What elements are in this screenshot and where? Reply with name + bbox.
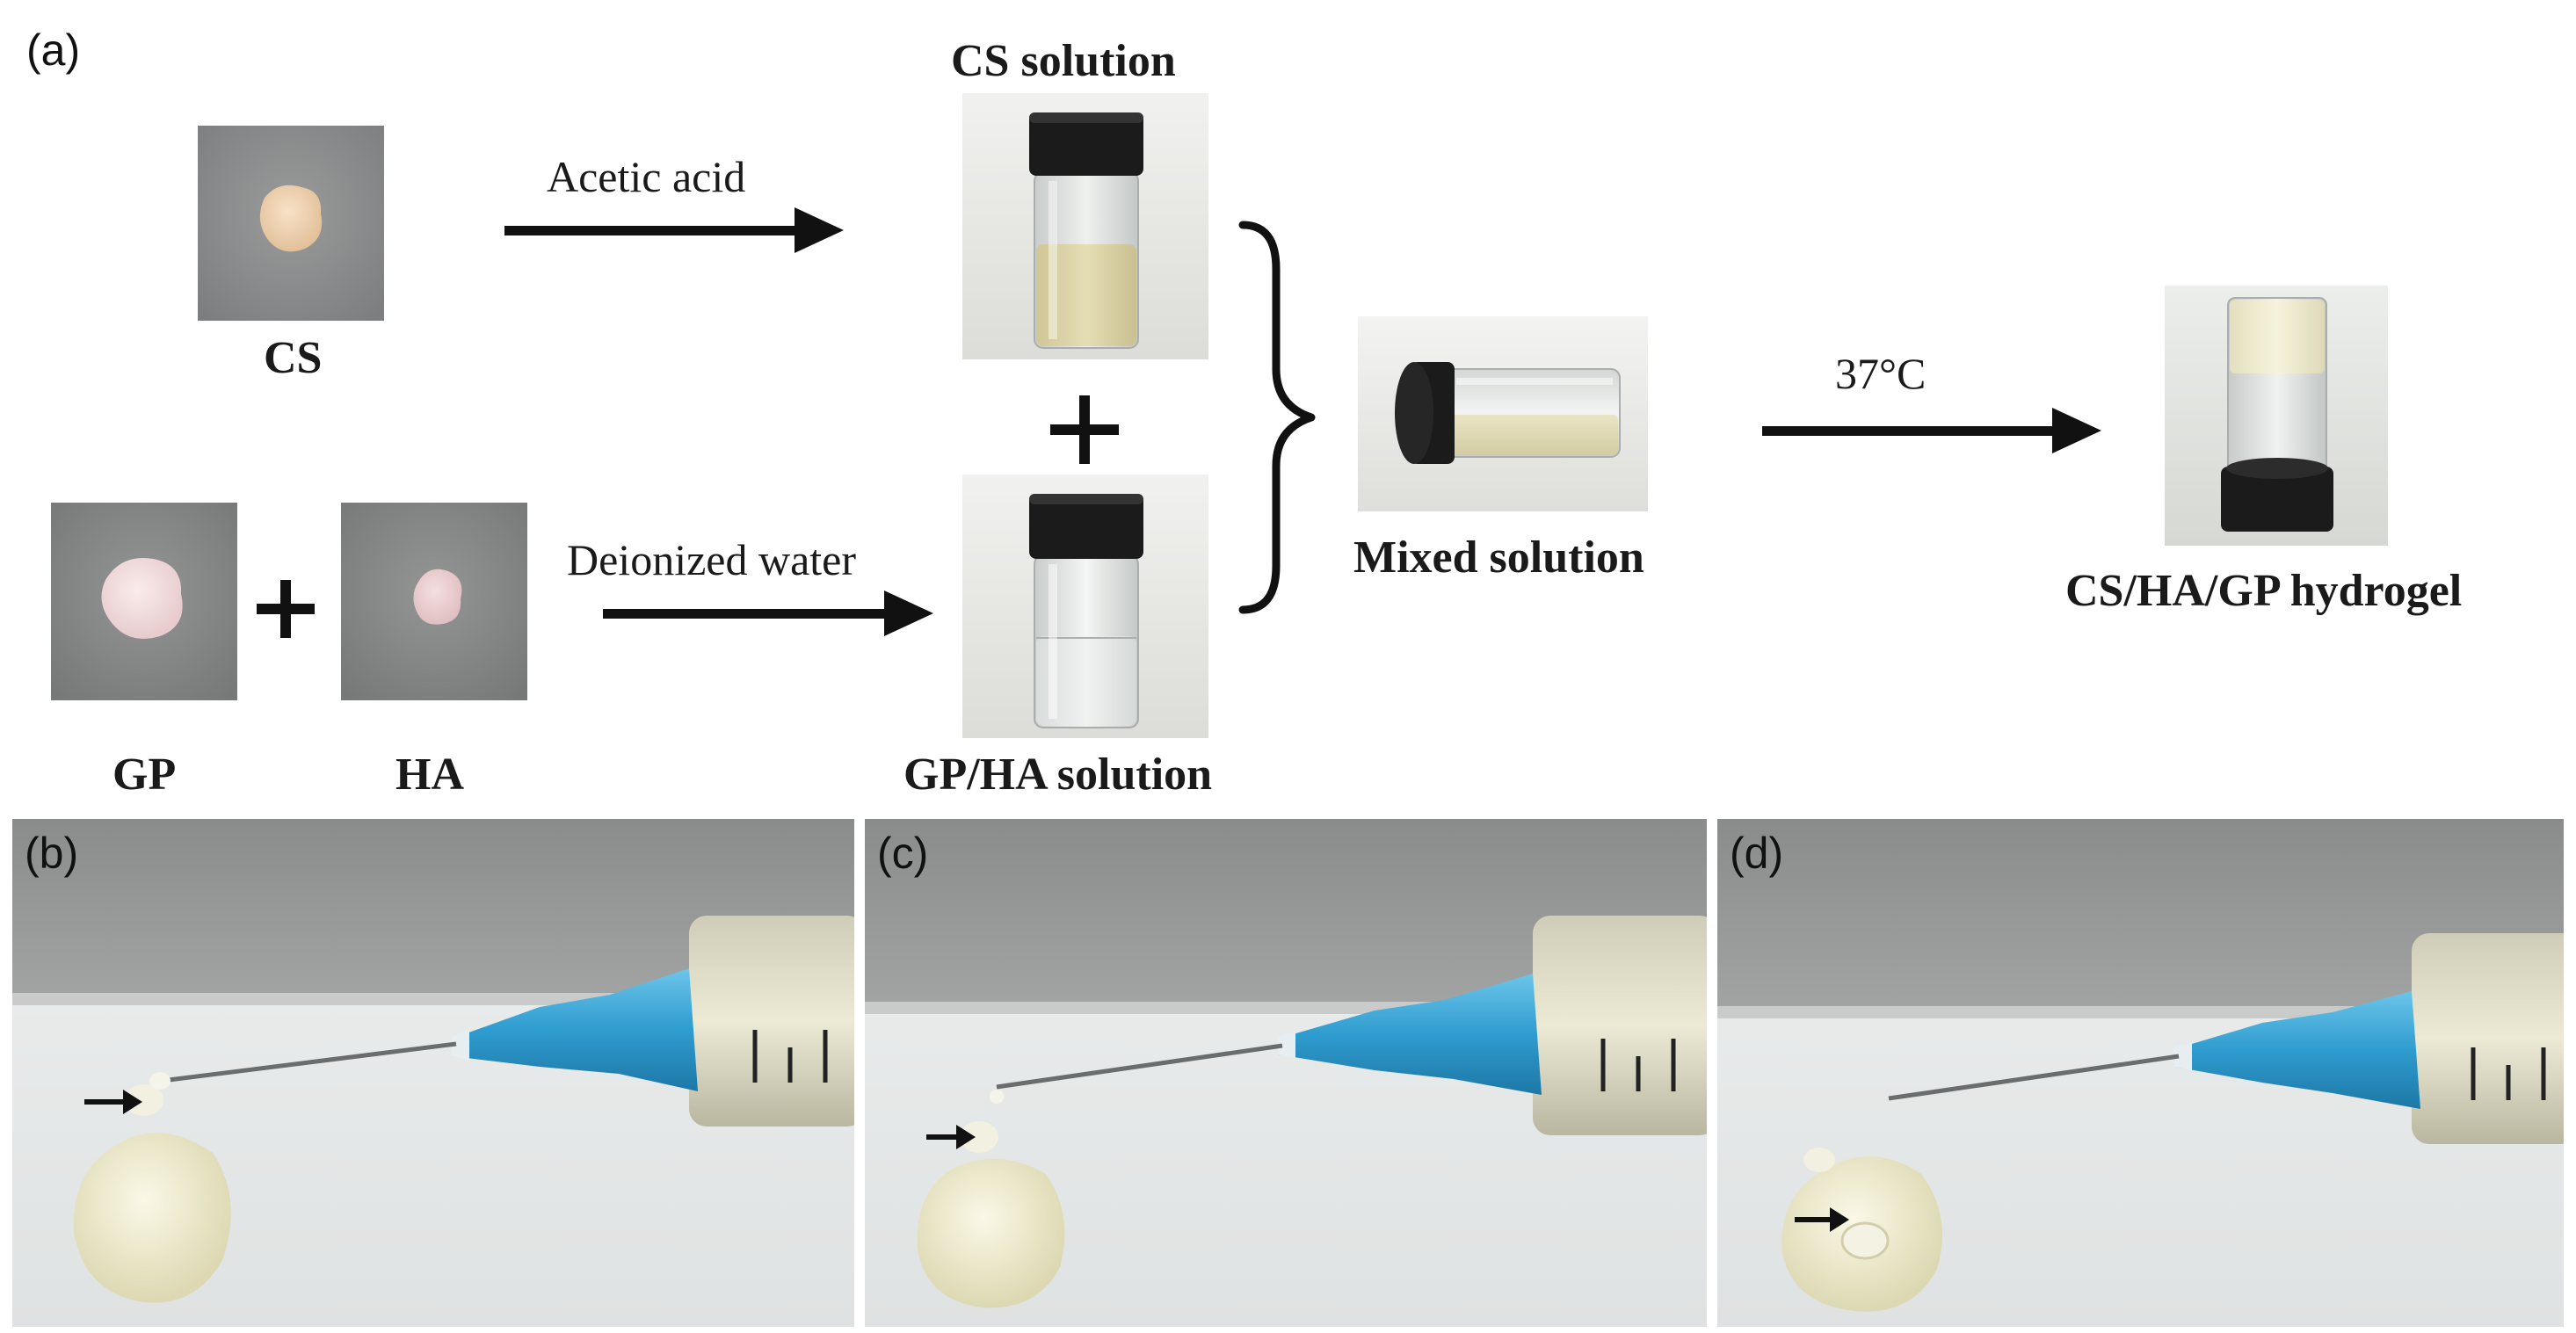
cs-solution-vial-photo [962, 93, 1208, 359]
cs-solution-label: CS solution [951, 36, 1176, 86]
hydrogel-vial-photo [2165, 286, 2388, 546]
ha-powder-photo [341, 503, 527, 700]
acetic-acid-label: Acetic acid [547, 152, 746, 201]
gp-ha-solution-label: GP/HA solution [903, 750, 1213, 800]
mixed-solution-vial-photo [1358, 316, 1648, 511]
deionized-water-label: Deionized water [567, 535, 857, 584]
mixed-solution-label: Mixed solution [1353, 532, 1644, 583]
plus-icon-vials [1050, 395, 1119, 464]
acetic-acid-arrow-icon [504, 207, 844, 253]
gp-ha-solution-vial-photo [962, 475, 1208, 738]
panel-d-letter: (d) [1730, 829, 1784, 878]
temperature-label: 37°C [1835, 349, 1927, 398]
hydrogel-label: CS/HA/GP hydrogel [2065, 566, 2463, 616]
gp-powder-photo [51, 503, 237, 700]
panel-b-letter: (b) [25, 829, 79, 878]
panel-a-letter: (a) [26, 25, 81, 75]
heating-arrow-icon [1762, 408, 2101, 453]
panel-b-photo [12, 819, 854, 1327]
cs-powder-photo [198, 126, 384, 321]
panel-c-letter: (c) [877, 829, 929, 878]
ha-label: HA [395, 750, 464, 800]
gp-label: GP [112, 750, 177, 800]
curly-brace-icon [1238, 221, 1316, 614]
deionized-water-arrow-icon [603, 590, 933, 636]
plus-icon-gp-ha [257, 580, 315, 638]
cs-label: CS [264, 333, 323, 383]
panel-d-photo [1717, 819, 2564, 1327]
panel-c-photo [865, 819, 1707, 1327]
